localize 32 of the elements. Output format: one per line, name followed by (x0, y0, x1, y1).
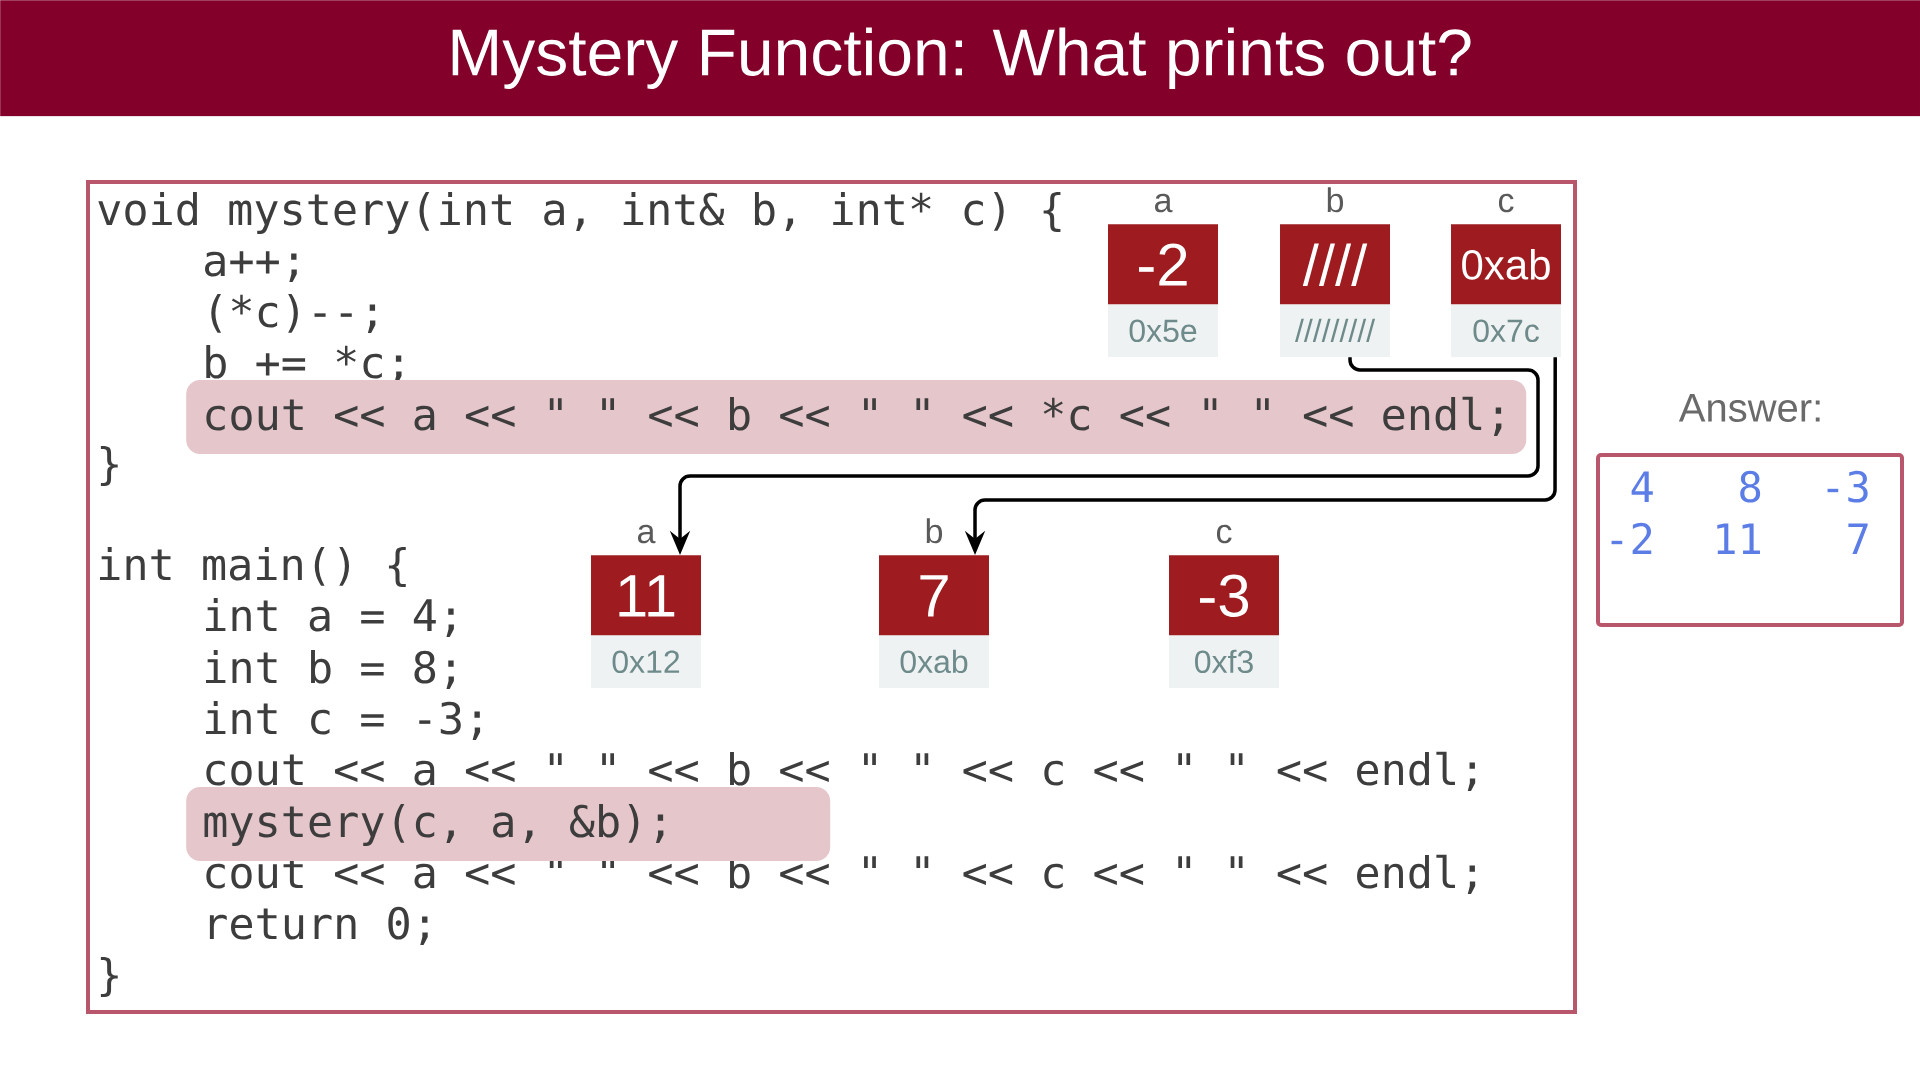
code-line: int a = 4; (206, 597, 454, 638)
memory-cell: 0xab 0x7c (1451, 224, 1561, 357)
code-line: void mystery(int a, int& b, int* c) { (98, 191, 1061, 235)
answer-heading: Answer: (1678, 394, 1820, 422)
code-line: int c = -3; (206, 700, 481, 741)
memory-cell: -3 0xf3 (1169, 555, 1279, 688)
code-line: return 0; (209, 906, 428, 946)
variable-name: b (926, 518, 943, 544)
title-bar: Mystery Function: What prints out? (0, 0, 1920, 117)
memory-cell: 7 0xab (879, 555, 989, 688)
output-number: -2 (1611, 522, 1652, 554)
variable-name: b (1327, 187, 1344, 213)
code-line: } (100, 956, 118, 998)
output-number: 8 (1740, 470, 1761, 503)
output-number: 4 (1631, 471, 1653, 502)
output-number: 7 (1848, 523, 1868, 554)
variable-name: c (1216, 524, 1232, 544)
highlight-band: cout << a << " " << b << " " << *c << " " << endl; (186, 380, 1527, 454)
highlight-band: mystery(c, a, &b); (186, 787, 831, 861)
variable-name: c (1498, 193, 1514, 213)
code-line: } (100, 445, 118, 487)
output-number: -3 (1827, 470, 1868, 503)
code-line: (*c)--; (211, 294, 376, 334)
code-line: int main() { (100, 546, 406, 588)
output-number: 11 (1717, 523, 1760, 554)
variable-name: a (638, 524, 656, 544)
variable-name: a (1155, 193, 1173, 213)
code-line: a++; (205, 251, 297, 283)
memory-cell: 11 0x12 (591, 555, 701, 688)
memory-cell: -2 0x5e (1108, 224, 1218, 357)
code-line: int b = 8; (206, 649, 454, 690)
memory-cell: //// ///////// (1280, 224, 1390, 357)
